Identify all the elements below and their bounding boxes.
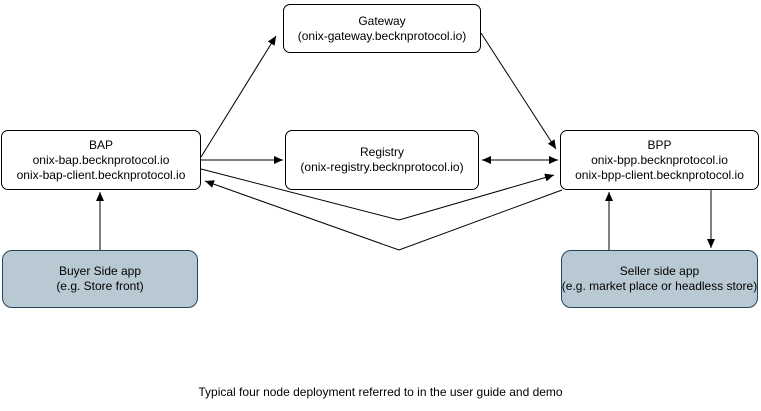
node-bap-client-domain: onix-bap-client.becknprotocol.io — [16, 167, 186, 182]
node-buyer-side-app: Buyer Side app (e.g. Store front) — [2, 250, 198, 308]
node-buyer-side-app-subtitle: (e.g. Store front) — [56, 279, 144, 293]
diagram-caption: Typical four node deployment referred to… — [198, 385, 563, 399]
node-bpp-client-domain: onix-bpp-client.becknprotocol.io — [575, 167, 744, 182]
edge-bpp-to-bap — [204, 180, 563, 251]
node-bpp: BPP onix-bpp.becknprotocol.io onix-bpp-c… — [560, 130, 759, 190]
node-bap: BAP onix-bap.becknprotocol.io onix-bap-c… — [1, 130, 201, 190]
node-seller-side-app: Seller side app (e.g. market place or he… — [561, 250, 758, 308]
node-bpp-domain: onix-bpp.becknprotocol.io — [591, 152, 728, 167]
edge-gateway-to-bpp — [480, 32, 557, 150]
node-gateway-subtitle: (onix-gateway.becknprotocol.io) — [297, 28, 467, 43]
node-registry-title: Registry — [359, 145, 404, 159]
node-bpp-title: BPP — [647, 137, 672, 152]
node-bap-domain: onix-bap.becknprotocol.io — [32, 152, 170, 167]
node-registry: Registry (onix-registry.becknprotocol.io… — [285, 130, 479, 190]
node-gateway: Gateway (onix-gateway.becknprotocol.io) — [283, 4, 481, 53]
node-registry-subtitle: (onix-registry.becknprotocol.io) — [300, 160, 464, 174]
node-seller-side-app-subtitle: (e.g. market place or headless store) — [561, 279, 758, 293]
node-buyer-side-app-title: Buyer Side app — [58, 264, 142, 278]
node-gateway-title: Gateway — [358, 13, 406, 28]
edge-bap-to-gateway — [200, 35, 277, 158]
node-bap-title: BAP — [88, 137, 113, 152]
node-seller-side-app-title: Seller side app — [619, 264, 700, 278]
edge-bap-to-bpp — [200, 168, 555, 221]
